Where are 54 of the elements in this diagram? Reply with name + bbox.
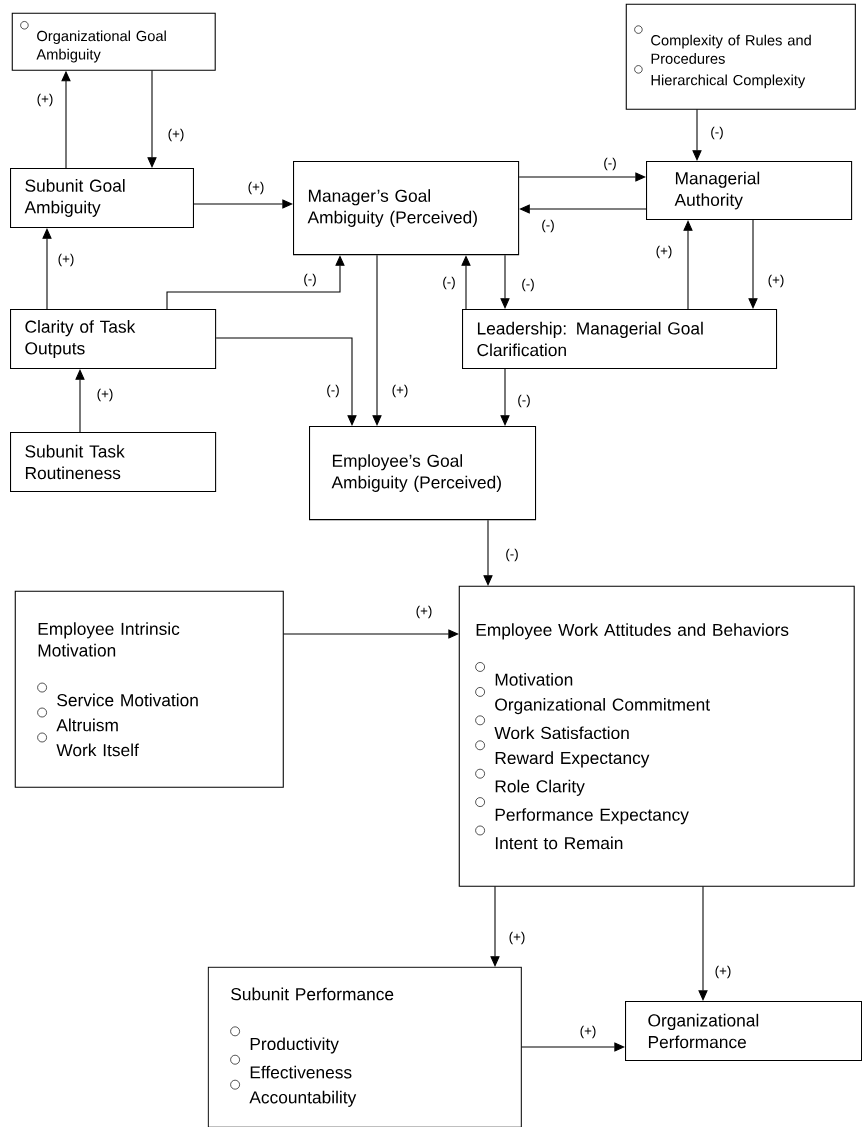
concept-box: Organizational Goal Ambiguity xyxy=(11,12,216,71)
arrow xyxy=(683,220,693,310)
edge-label: (+) xyxy=(656,245,672,259)
concept-box: Clarity of Task Outputs xyxy=(10,309,217,369)
edge-label: (+) xyxy=(416,605,432,619)
arrow xyxy=(692,109,702,161)
concept-box: Employee’s Goal Ambiguity (Perceived) xyxy=(309,426,537,521)
edge-label: (+) xyxy=(580,1025,596,1039)
arrow xyxy=(215,337,357,426)
concept-box: Subunit Performance Productivity Effectiveness Accountability xyxy=(207,966,522,1127)
arrow xyxy=(147,70,157,168)
edge-label: (-) xyxy=(711,126,723,140)
edge-label: (+) xyxy=(715,965,731,979)
edge-label: (-) xyxy=(542,219,554,233)
arrow xyxy=(521,1042,625,1052)
edge-label: (+) xyxy=(509,931,525,945)
concept-box: Leadership: Managerial Goal Clarification xyxy=(462,309,778,369)
arrow xyxy=(519,204,647,214)
edge-label: (+) xyxy=(97,388,113,402)
edge-label: (-) xyxy=(506,548,518,562)
arrow xyxy=(490,886,500,967)
concept-box: Subunit Goal Ambiguity xyxy=(10,168,194,228)
concept-box: Managerial Authority xyxy=(646,161,853,221)
arrow xyxy=(748,219,758,309)
edge-label: (-) xyxy=(522,278,534,292)
arrow xyxy=(483,519,493,586)
edge-label: (+) xyxy=(58,253,74,267)
edge-label: (-) xyxy=(604,157,616,171)
arrow xyxy=(461,255,471,310)
arrow xyxy=(372,254,382,426)
edge-label: (-) xyxy=(518,394,530,408)
concept-box: Subunit Task Routineness xyxy=(10,432,217,492)
concept-box: Employee Work Attitudes and Behaviors Motivation Organizational Commitment Work Satisfaction Reward Expectancy Role Clarity Performance Expectancy Intent to Remain xyxy=(458,585,855,887)
arrow xyxy=(500,254,510,309)
concept-box: Organizational Performance xyxy=(625,1001,862,1061)
concept-box: Complexity of Rules and Procedures Hierarchical Complexity xyxy=(625,3,856,110)
arrow xyxy=(698,886,708,1001)
edge-label: (+) xyxy=(392,384,408,398)
edge-label: (+) xyxy=(248,181,264,195)
arrow xyxy=(75,369,85,433)
arrow xyxy=(500,368,510,426)
concept-box: Manager’s Goal Ambiguity (Perceived) xyxy=(293,161,520,256)
edge-label: (-) xyxy=(443,276,455,290)
arrow xyxy=(193,199,293,209)
arrow xyxy=(166,255,345,310)
edge-label: (-) xyxy=(304,273,316,287)
edge-label: (-) xyxy=(327,384,339,398)
arrow xyxy=(42,228,52,310)
arrow xyxy=(283,629,459,639)
arrow xyxy=(518,172,646,182)
edge-label: (+) xyxy=(768,274,784,288)
edge-label: (+) xyxy=(168,128,184,142)
concept-box: Employee Intrinsic Motivation Service Motivation Altruism Work Itself xyxy=(14,590,284,788)
edge-label: (+) xyxy=(37,93,53,107)
